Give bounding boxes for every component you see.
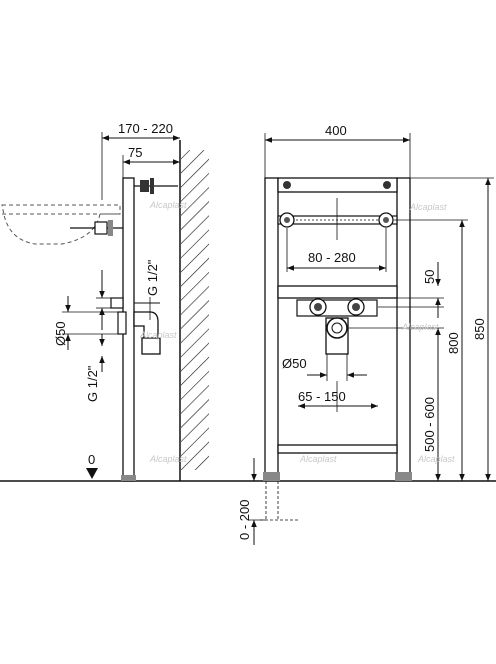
- label-g-lower: G 1/2": [85, 365, 100, 402]
- front-view: 400 80 - 280 50 850 800 500 - 600 Ø50: [237, 123, 494, 545]
- side-view: 170 - 220 75 G 1/2" Ø50 G 1/2" 0 Alcapla…: [1, 121, 209, 482]
- front-mid-rail: [277, 285, 398, 299]
- dim-850: 850: [472, 318, 487, 340]
- fitting-plate: [296, 299, 378, 317]
- basin-bolt-right-core: [383, 217, 389, 223]
- watermark-front-2: Alcaplast: [401, 322, 439, 332]
- top-rail-hole-left: [283, 181, 291, 189]
- dim-0-200: 0 - 200: [237, 500, 252, 540]
- anchor-nut: [140, 180, 149, 192]
- front-foot-right: [395, 472, 412, 481]
- water-connection-left-core: [314, 303, 322, 311]
- dim-800: 800: [446, 332, 461, 354]
- front-left-post: [264, 177, 279, 479]
- wall-hatching: [181, 150, 209, 470]
- watermark-front-3: Alcaplast: [299, 454, 337, 464]
- waste-outlet: [141, 337, 161, 355]
- watermark-front-4: Alcaplast: [417, 454, 455, 464]
- waste-opening-inner: [331, 322, 343, 334]
- label-g-upper: G 1/2": [145, 259, 160, 296]
- bolt-washer: [108, 220, 113, 236]
- waste-collar: [117, 311, 127, 335]
- front-top-rail: [277, 177, 398, 193]
- watermark-side-2: Alcaplast: [139, 330, 177, 340]
- dim-50: 50: [422, 270, 437, 284]
- label-zero: 0: [88, 452, 95, 467]
- dim-65-150: 65 - 150: [298, 389, 346, 404]
- basin-bolt-left-core: [284, 217, 290, 223]
- dim-170-220: 170 - 220: [118, 121, 173, 136]
- front-foot-left: [263, 472, 280, 481]
- dim-80-280: 80 - 280: [308, 250, 356, 265]
- dim-500-600: 500 - 600: [422, 397, 437, 452]
- bolt-nut: [94, 221, 108, 235]
- watermark-side-3: Alcaplast: [149, 454, 187, 464]
- dim-400: 400: [325, 123, 347, 138]
- zero-level-arrow: [86, 468, 98, 479]
- anchor-washer: [150, 178, 154, 194]
- watermark-side-1: Alcaplast: [149, 200, 187, 210]
- water-connection-right-core: [352, 303, 360, 311]
- watermark-front-1: Alcaplast: [409, 202, 447, 212]
- water-inlet-upper: [110, 297, 124, 309]
- label-d50-side: Ø50: [53, 321, 68, 346]
- label-d50-front: Ø50: [282, 356, 307, 371]
- basin-outline: [1, 204, 121, 245]
- dim-75: 75: [128, 145, 142, 160]
- front-bottom-rail: [277, 444, 398, 454]
- top-rail-hole-right: [383, 181, 391, 189]
- frame-foot: [121, 475, 136, 481]
